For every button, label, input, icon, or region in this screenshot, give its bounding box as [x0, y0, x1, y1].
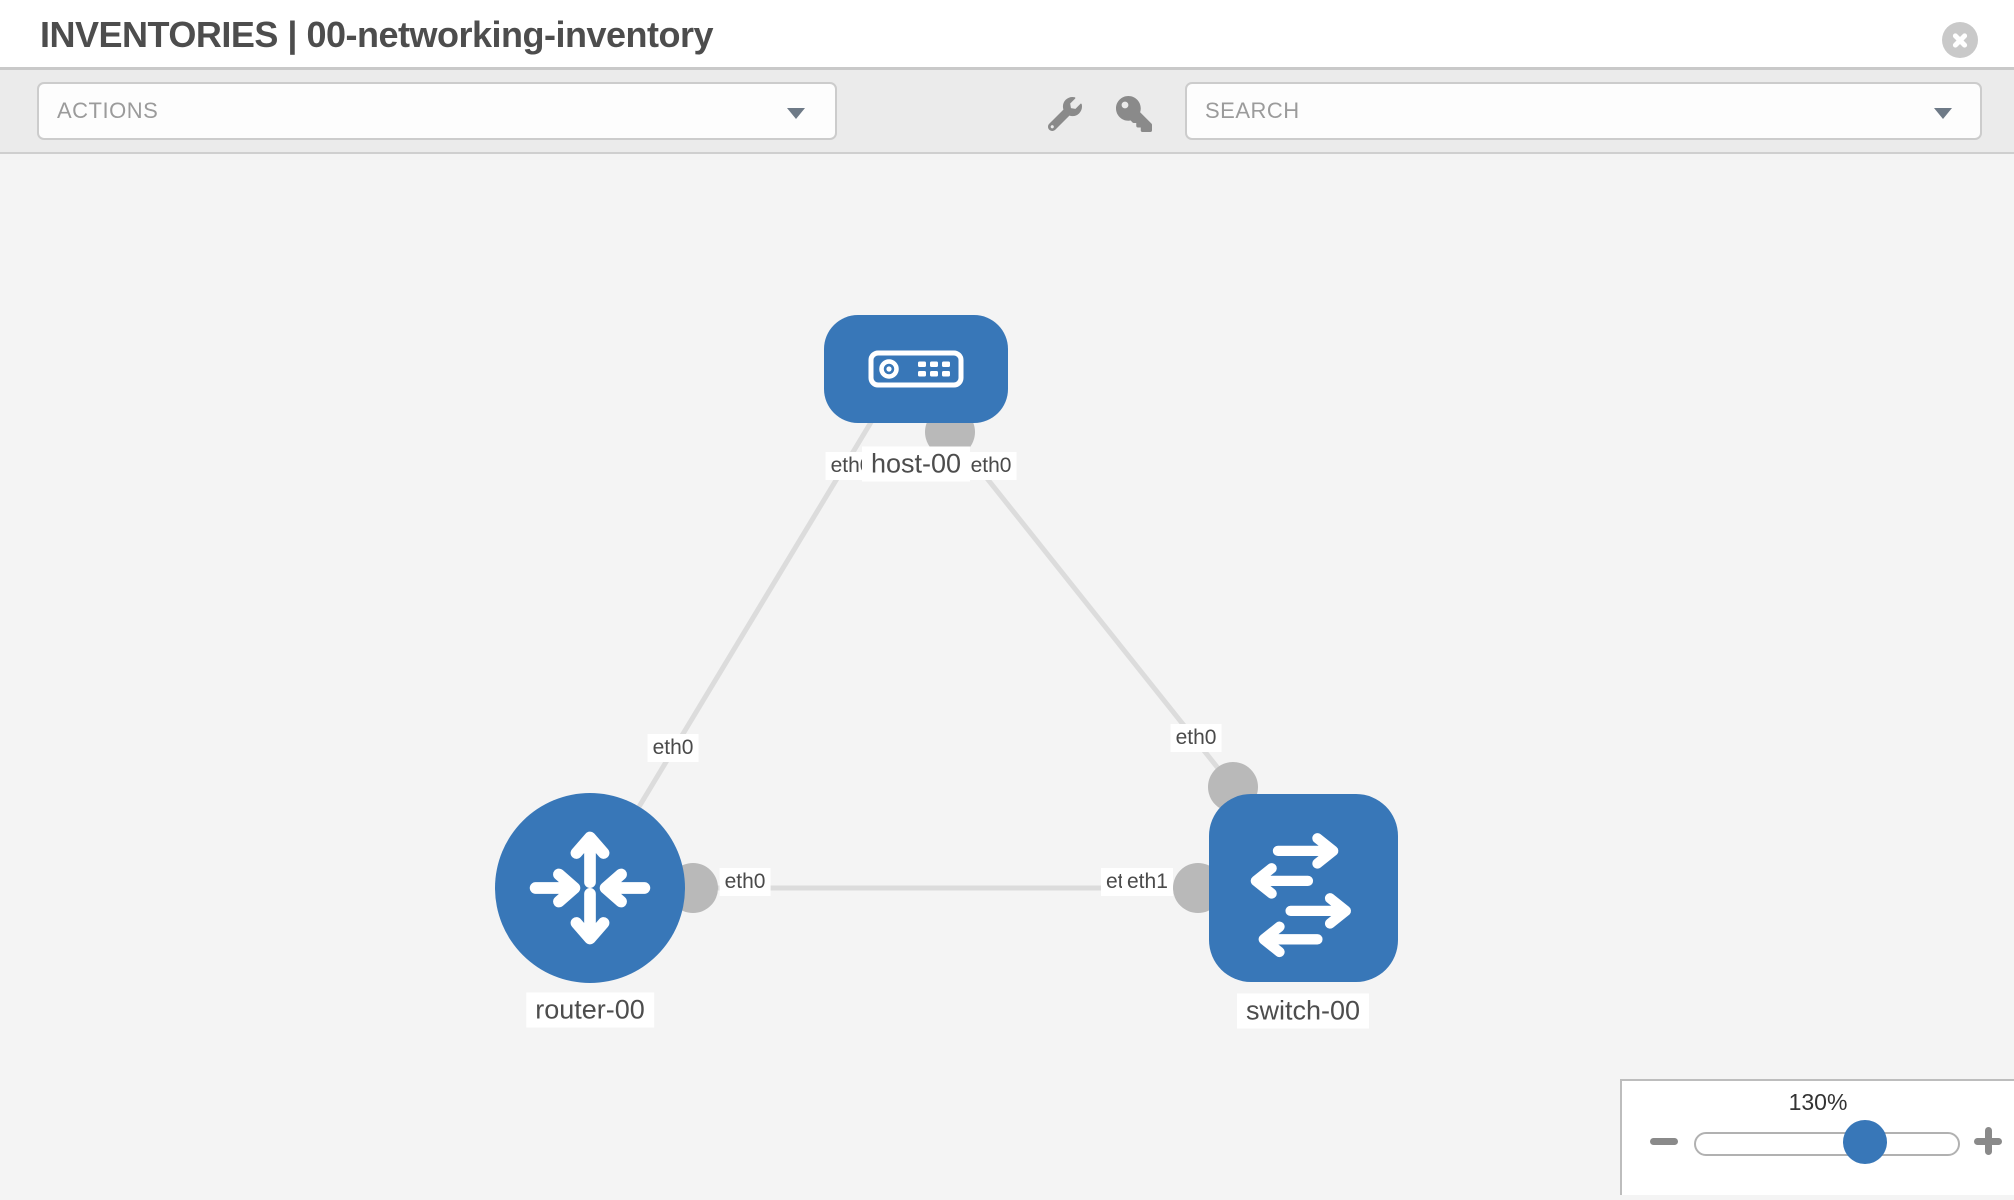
zoom-panel: 130% — [1620, 1079, 2014, 1195]
actions-dropdown-label: ACTIONS — [57, 98, 159, 123]
interface-label: eth0 — [647, 734, 699, 762]
zoom-slider-track[interactable] — [1694, 1132, 1960, 1156]
actions-dropdown[interactable]: ACTIONS — [37, 82, 837, 140]
configure-button[interactable] — [1048, 96, 1084, 132]
node-switch-00[interactable] — [1209, 794, 1398, 982]
node-label-host: host-00 — [861, 446, 971, 482]
router-icon — [529, 831, 651, 945]
topology-canvas[interactable]: eth0 eth0 eth0 eth0 eth0 eth0 eth1 host-… — [0, 154, 2014, 1195]
key-icon — [1116, 96, 1152, 132]
interface-label: eth0 — [719, 868, 771, 896]
links-layer — [587, 397, 1303, 913]
interface-label: eth0 — [965, 452, 1017, 480]
close-button[interactable] — [1942, 22, 1978, 58]
node-router-00[interactable] — [495, 793, 685, 983]
toolbar: ACTIONS SEARCH — [0, 70, 2014, 154]
switch-icon — [1250, 833, 1351, 958]
chevron-down-icon — [1934, 108, 1952, 119]
credentials-button[interactable] — [1116, 96, 1152, 132]
node-label-router: router-00 — [526, 992, 654, 1028]
search-dropdown[interactable]: SEARCH — [1185, 82, 1982, 140]
interface-label: eth0 — [1170, 724, 1222, 752]
host-icon — [868, 350, 964, 388]
chevron-down-icon — [787, 108, 805, 119]
node-host-00[interactable] — [824, 315, 1008, 423]
zoom-in-button[interactable] — [1974, 1127, 2002, 1155]
search-placeholder: SEARCH — [1205, 98, 1300, 123]
interface-label: eth1 — [1122, 868, 1173, 896]
node-label-switch: switch-00 — [1236, 993, 1370, 1029]
header: INVENTORIES | 00-networking-inventory — [0, 0, 2014, 70]
wrench-icon — [1048, 97, 1082, 131]
zoom-out-button[interactable] — [1650, 1138, 1678, 1145]
page-title: INVENTORIES | 00-networking-inventory — [40, 14, 714, 55]
zoom-level-value: 130% — [1788, 1089, 1848, 1115]
zoom-slider-thumb[interactable] — [1843, 1120, 1887, 1164]
